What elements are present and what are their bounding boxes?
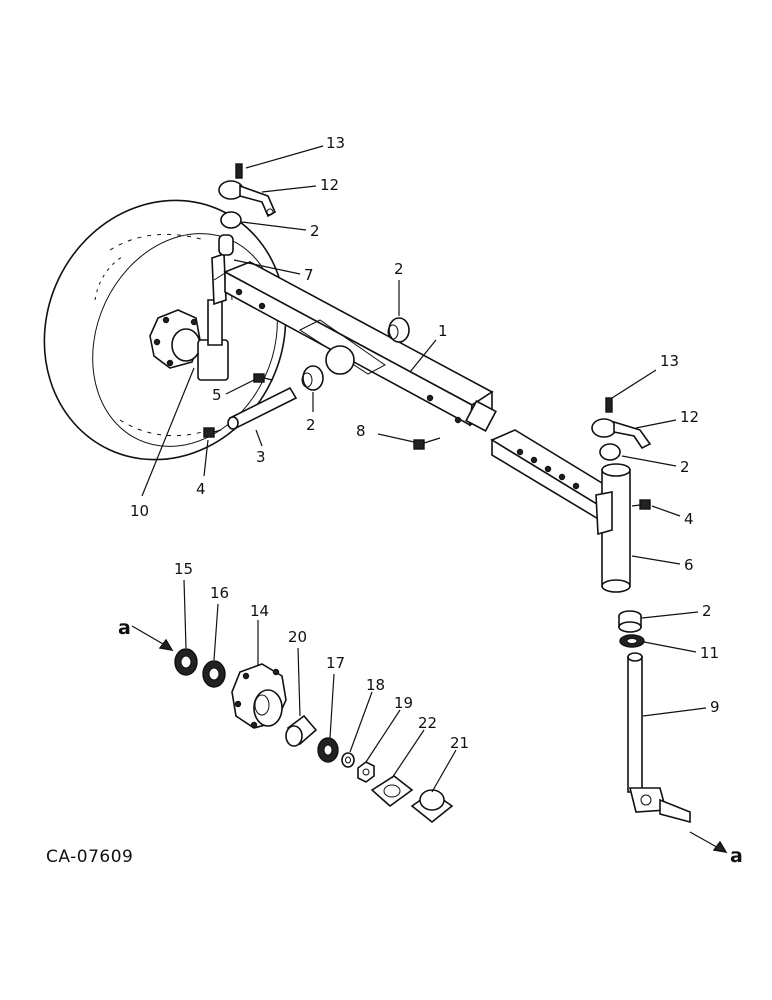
callout-5: 5 [212,386,222,404]
spacer-20 [285,714,318,747]
callout-14: 14 [250,602,269,620]
callout-10: 10 [130,502,149,520]
callout-8: 8 [356,422,366,440]
callout-6: 6 [684,556,694,574]
callout-12-left: 12 [320,176,339,194]
arrow-a-right: a [689,831,743,867]
callout-13-right: 13 [660,352,679,370]
left-spindle-housing [197,234,234,381]
callout-22: 22 [418,714,437,732]
bushing-right-lower [618,610,642,633]
hub-cap-21 [410,789,454,824]
callout-7: 7 [304,266,314,284]
pivot-pin [227,386,298,430]
arrow-letter-left: a [118,617,131,639]
pivot-boss [325,345,355,375]
callout-2-left-upper: 2 [310,222,320,240]
callout-11: 11 [700,644,719,662]
spindle-tube-right [595,463,631,593]
callout-1: 1 [438,322,448,340]
callout-2-center: 2 [394,260,404,278]
callout-18: 18 [366,676,385,694]
bearing-15 [174,648,198,676]
steering-arm-right [591,418,652,450]
callout-21: 21 [450,734,469,752]
arrow-a-left: a [118,617,174,651]
bushing-center-lower [301,365,324,391]
drawing-code: CA-07609 [46,847,133,867]
callout-12-right: 12 [680,408,699,426]
callout-3: 3 [256,448,266,466]
callout-13-left: 13 [326,134,345,152]
callouts: 13 12 2 7 2 1 5 2 3 4 10 8 13 12 2 4 6 2… [130,134,720,752]
leader-lines [141,145,707,793]
wheel-hub-14 [231,663,287,729]
callout-2-lower: 2 [306,416,316,434]
callout-15: 15 [174,560,193,578]
bearing-16 [202,660,226,688]
callout-2-right-lower: 2 [702,602,712,620]
washer-18 [341,752,355,768]
arrow-letter-right: a [730,845,743,867]
bushing-right-upper [599,443,621,461]
bolt-8 [413,437,441,450]
steering-arm-left [218,180,277,218]
bushing-center-upper [387,317,410,343]
bearing-17 [317,737,339,763]
grease-fitting-right [631,499,651,510]
gasket-22 [370,775,414,808]
roll-pin-right [605,397,613,413]
grease-fitting-left [203,427,222,438]
callout-19: 19 [394,694,413,712]
callout-20: 20 [288,628,307,646]
callout-17: 17 [326,654,345,672]
callout-16: 16 [210,584,229,602]
callout-9: 9 [710,698,720,716]
bushing-left-upper [220,211,242,229]
washer-right [619,634,645,648]
nut-19 [357,761,375,783]
wheel-hub-mounted [149,309,201,369]
roll-pin-left [235,163,243,179]
callout-4-left: 4 [196,480,206,498]
callout-2-right-upper: 2 [680,458,690,476]
callout-4-right: 4 [684,510,694,528]
spindle-right [627,652,691,824]
bolt-5 [253,373,273,383]
